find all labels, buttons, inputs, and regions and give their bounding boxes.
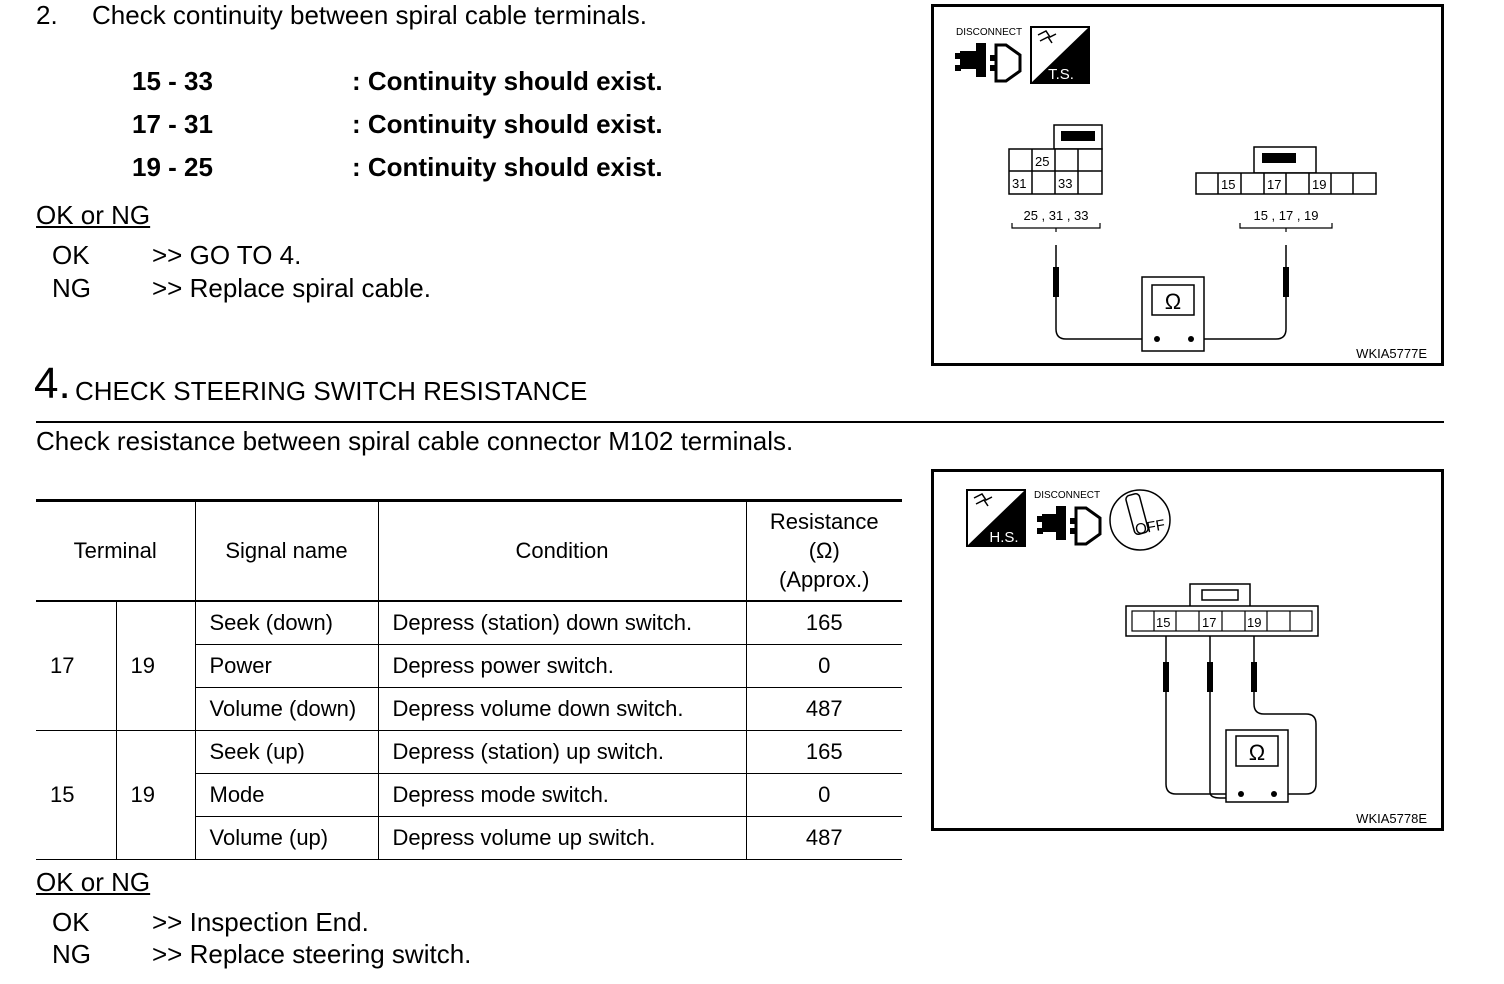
ok-ng-heading: OK or NG — [36, 200, 151, 230]
signal-name-cell: Mode — [195, 773, 379, 817]
pin-label: 25 — [1035, 154, 1049, 169]
continuity-result: : Continuity should exist. — [352, 66, 663, 96]
brace-b — [1239, 223, 1333, 232]
pin-label: 17 — [1267, 177, 1281, 192]
disconnect-icon: DISCONNECT — [1034, 490, 1102, 546]
header-terminal: Terminal — [36, 500, 196, 602]
group-b-label: 15 , 17 , 19 — [1253, 208, 1318, 223]
step4-number: 4. — [34, 359, 71, 408]
step2-number: 2. — [36, 0, 58, 30]
ok-ng-heading: OK or NG — [36, 867, 151, 897]
connector-a: 25 31 33 — [1008, 124, 1103, 195]
terminal-b: 19 — [116, 730, 196, 860]
resistance-diagram-svg: H.S. DISCONNECT OFF — [966, 489, 1319, 803]
figure-reference: WKIA5777E — [1356, 346, 1427, 361]
signal-name-cell: Volume (up) — [195, 816, 379, 860]
header-resistance: Resistance (Ω) (Approx.) — [746, 500, 902, 602]
ok-label: OK — [52, 240, 90, 270]
hs-label: H.S. — [989, 529, 1018, 546]
ng-action: >> Replace spiral cable. — [152, 273, 431, 303]
ng-label: NG — [52, 273, 91, 303]
probe-wiring — [1163, 636, 1317, 799]
pin-label: 17 — [1202, 615, 1216, 630]
table-row: Mode Depress mode switch. 0 — [36, 773, 902, 817]
ohm-symbol: Ω — [1249, 740, 1265, 765]
step2-instruction: Check continuity between spiral cable te… — [92, 0, 647, 30]
step4-intro: Check resistance between spiral cable co… — [36, 426, 794, 456]
header-signal-name: Signal name — [195, 500, 379, 602]
disconnect-icon: DISCONNECT — [955, 27, 1022, 83]
condition-cell: Depress volume down switch. — [378, 687, 747, 731]
terminal-pair: 17 - 31 — [132, 109, 213, 139]
ignition-off-icon: OFF — [1109, 489, 1171, 551]
pin-label: 31 — [1012, 176, 1026, 191]
condition-cell: Depress power switch. — [378, 644, 747, 688]
step4-title: CHECK STEERING SWITCH RESISTANCE — [75, 376, 588, 406]
ok-action: >> Inspection End. — [152, 907, 369, 937]
continuity-diagram: DISCONNECT T.S. 25 31 33 — [931, 4, 1444, 366]
terminal-a: 15 — [36, 730, 117, 860]
terminal-pair: 19 - 25 — [132, 152, 213, 182]
connector-m102: 15 17 19 — [1125, 583, 1319, 637]
pin-label: 15 — [1156, 615, 1170, 630]
table-row: Volume (up) Depress volume up switch. 48… — [36, 816, 902, 860]
resistance-table: Terminal Signal name Condition Resistanc… — [36, 500, 902, 860]
resistance-cell: 0 — [746, 773, 902, 817]
ts-icon: T.S. — [1030, 26, 1090, 84]
pin-label: 33 — [1058, 176, 1072, 191]
figure-reference: WKIA5778E — [1356, 811, 1427, 826]
terminal-pair: 15 - 33 — [132, 66, 213, 96]
header-resistance-line2: (Ω) — [808, 537, 840, 563]
header-resistance-line3: (Approx.) — [779, 566, 870, 592]
ng-action: >> Replace steering switch. — [152, 939, 472, 969]
resistance-cell: 165 — [746, 730, 902, 774]
header-condition: Condition — [378, 500, 747, 602]
signal-name-cell: Seek (down) — [195, 601, 379, 645]
pin-label: 19 — [1312, 177, 1326, 192]
header-resistance-line1: Resistance — [769, 508, 879, 534]
table-header-row: Terminal Signal name Condition Resistanc… — [36, 500, 902, 602]
condition-cell: Depress mode switch. — [378, 773, 747, 817]
table-row: 15 19 Seek (up) Depress (station) up swi… — [36, 730, 902, 860]
ohmmeter-icon: Ω — [1225, 729, 1289, 803]
resistance-cell: 487 — [746, 816, 902, 860]
ok-action: >> GO TO 4. — [152, 240, 302, 270]
continuity-result: : Continuity should exist. — [352, 109, 663, 139]
signal-name-cell: Power — [195, 644, 379, 688]
disconnect-label: DISCONNECT — [1034, 490, 1100, 501]
ts-label: T.S. — [1048, 66, 1074, 83]
table-row: 17 19 Seek (down) Depress (station) down… — [36, 601, 902, 731]
continuity-result: : Continuity should exist. — [352, 152, 663, 182]
connector-b: 15 17 19 — [1195, 146, 1377, 195]
pin-label: 19 — [1247, 615, 1261, 630]
hs-icon: H.S. — [966, 489, 1026, 547]
continuity-diagram-svg: DISCONNECT T.S. 25 31 33 — [955, 26, 1377, 352]
condition-cell: Depress (station) down switch. — [378, 601, 747, 645]
section-divider — [36, 421, 1444, 423]
ohm-symbol: Ω — [1165, 289, 1181, 314]
signal-name-cell: Volume (down) — [195, 687, 379, 731]
ohmmeter-icon: Ω — [1141, 276, 1205, 352]
probe-wiring — [1053, 245, 1289, 340]
ok-label: OK — [52, 907, 90, 937]
ng-label: NG — [52, 939, 91, 969]
terminal-b: 19 — [116, 601, 196, 731]
table-row: Volume (down) Depress volume down switch… — [36, 687, 902, 731]
resistance-cell: 487 — [746, 687, 902, 731]
condition-cell: Depress volume up switch. — [378, 816, 747, 860]
terminal-a: 17 — [36, 601, 117, 731]
table-row: Power Depress power switch. 0 — [36, 644, 902, 688]
off-label: OFF — [1134, 517, 1166, 539]
pin-label: 15 — [1221, 177, 1235, 192]
condition-cell: Depress (station) up switch. — [378, 730, 747, 774]
brace-a — [1011, 223, 1101, 232]
resistance-cell: 165 — [746, 601, 902, 645]
group-a-label: 25 , 31 , 33 — [1023, 208, 1088, 223]
signal-name-cell: Seek (up) — [195, 730, 379, 774]
disconnect-label: DISCONNECT — [956, 27, 1022, 38]
resistance-diagram: H.S. DISCONNECT OFF — [931, 469, 1444, 831]
resistance-cell: 0 — [746, 644, 902, 688]
